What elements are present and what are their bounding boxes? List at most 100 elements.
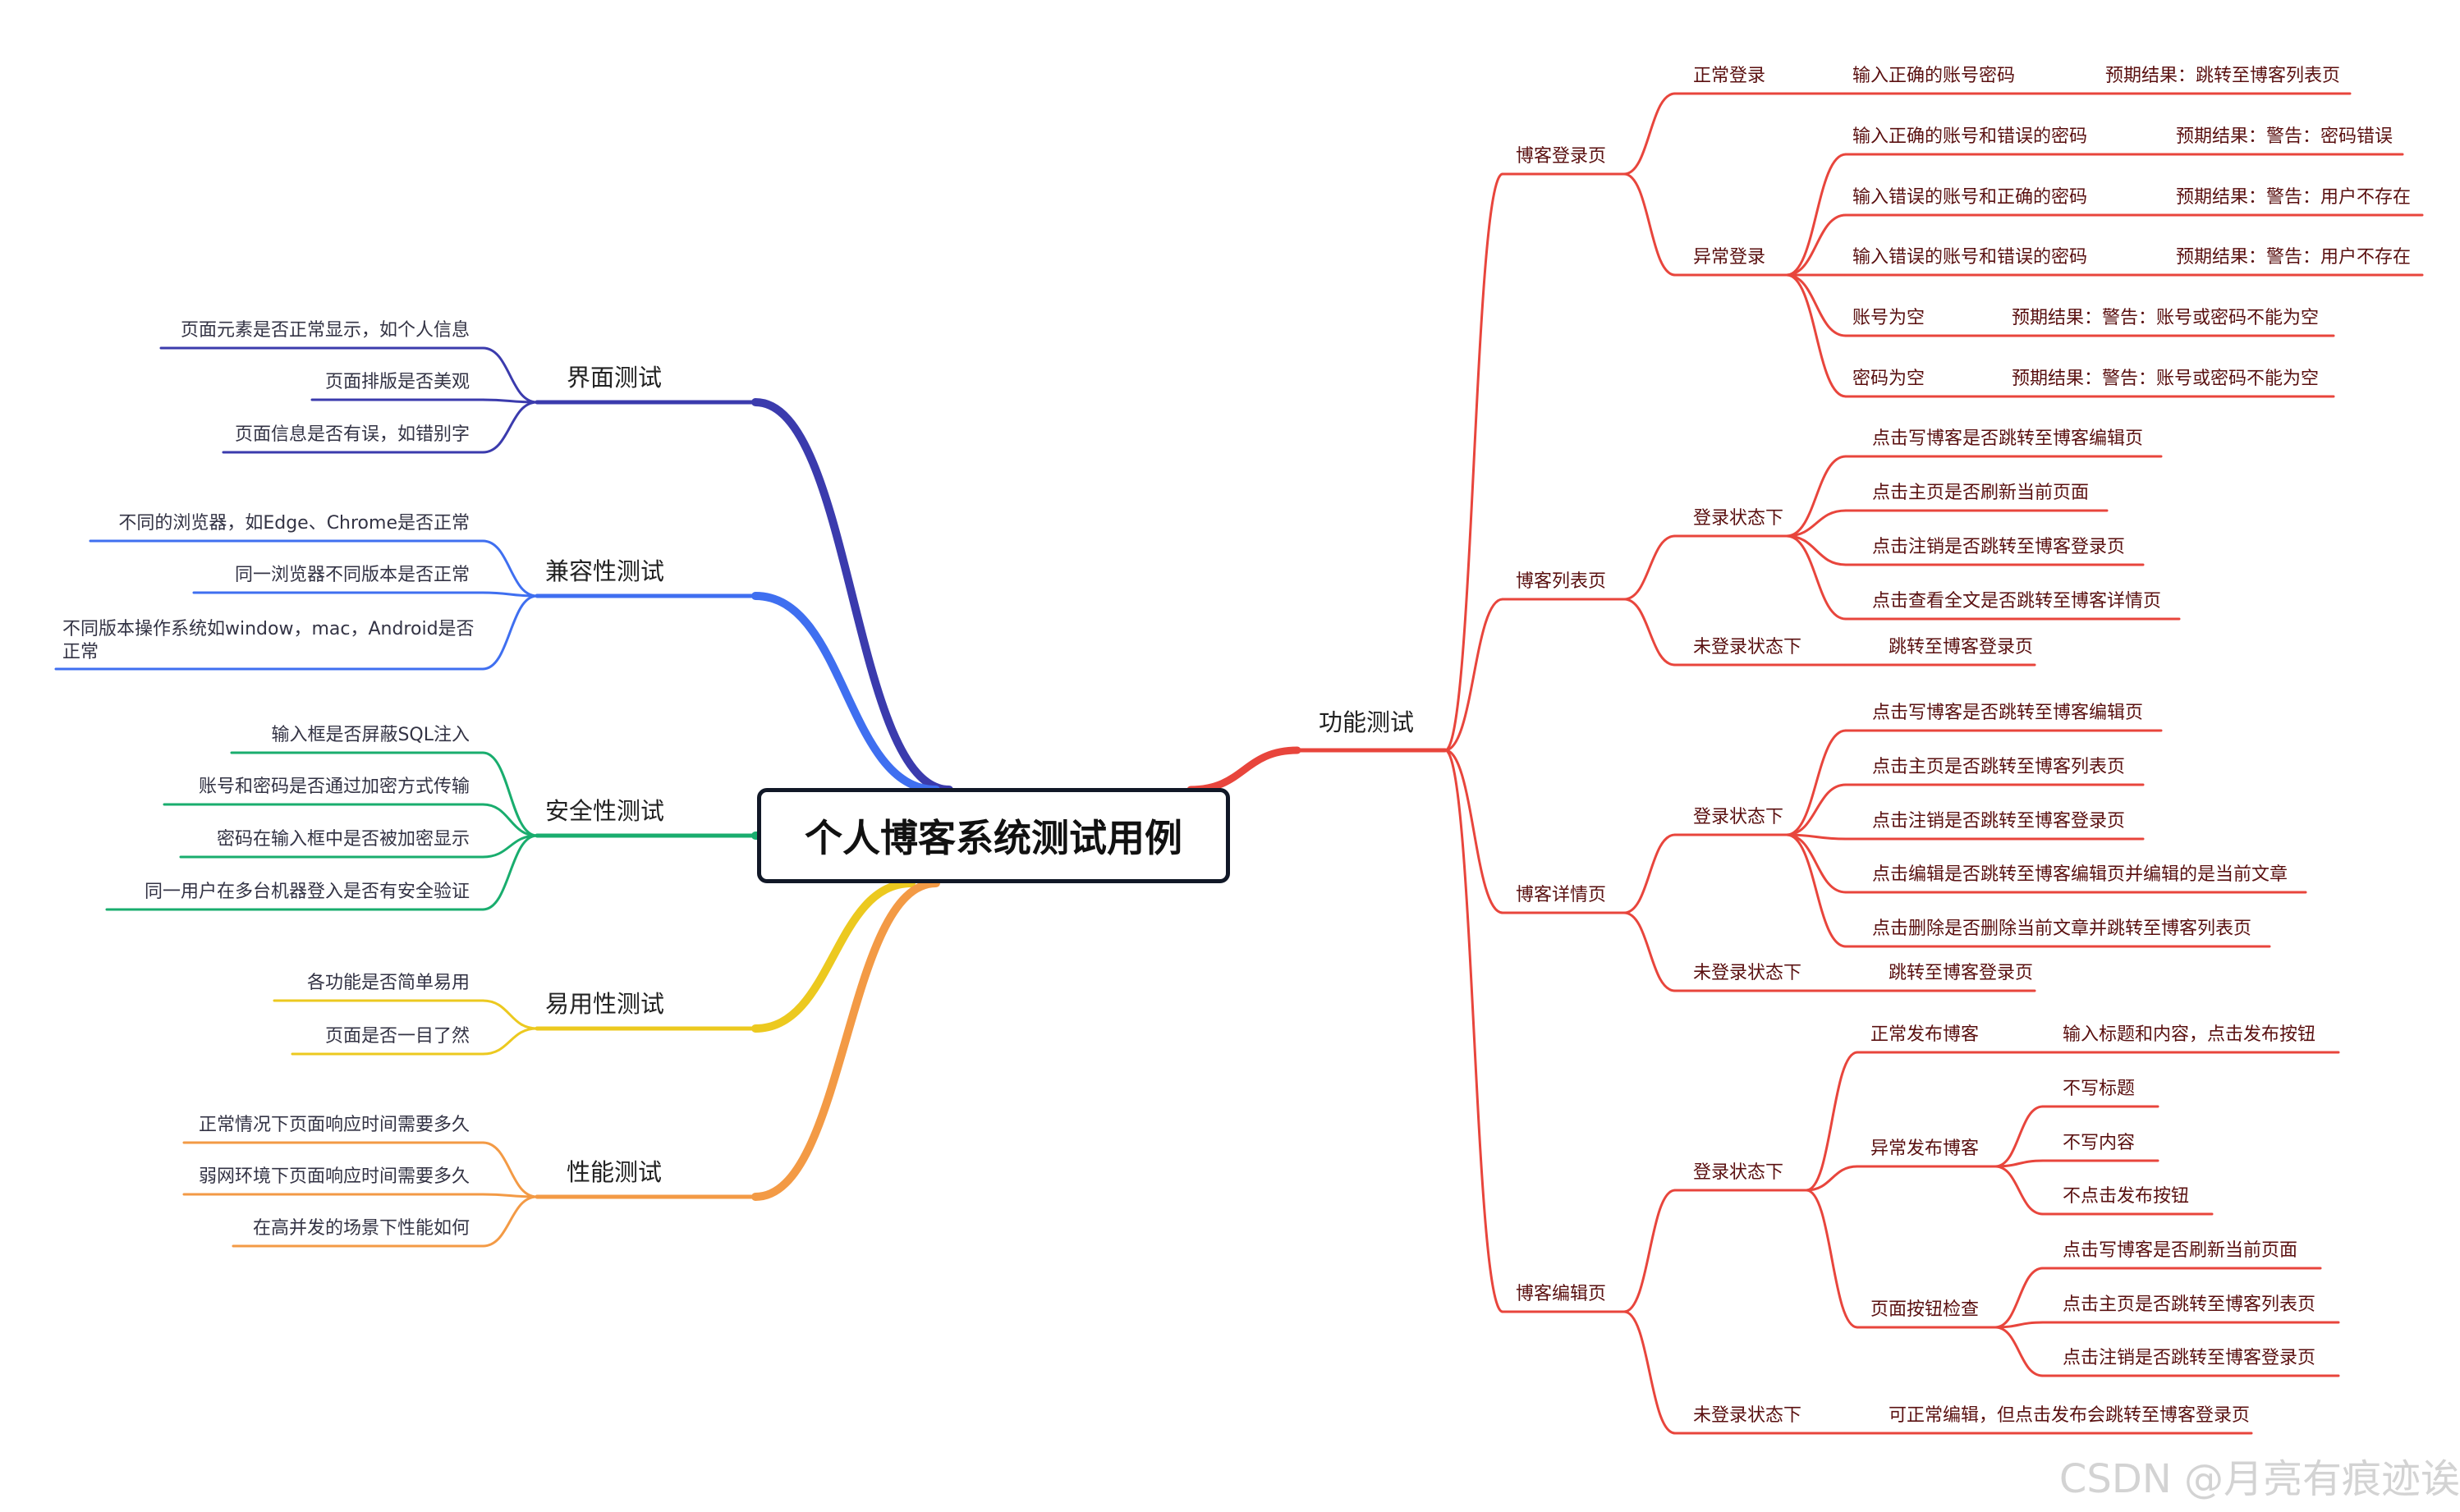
performance-item-text: 正常情况下页面响应时间需要多久 — [198, 1115, 470, 1135]
test-case-text: 输入错误的账号和错误的密码 — [1852, 247, 2088, 268]
test-case-text: 点击编辑是否跳转至博客编辑页并编辑的是当前文章 — [1872, 864, 2288, 885]
compat-to-item-connector — [481, 539, 539, 598]
test-case-text: 点击注销是否跳转至博客登录页 — [1872, 537, 2126, 557]
functional-to-page-connector — [1443, 749, 1504, 914]
group-to-case-connector — [1785, 783, 1847, 836]
group-to-case-connector — [1785, 833, 1847, 948]
page-to-group-connector — [1622, 598, 1677, 667]
subgroup-to-case-connector — [1994, 1165, 2045, 1216]
compat-branch-label: 兼容性测试 — [545, 557, 665, 585]
group-to-case-connector — [1785, 273, 1847, 337]
security-item-text: 密码在输入框中是否被加密显示 — [216, 829, 470, 850]
subgroup-to-case-connector — [1994, 1326, 2045, 1377]
group-node-label: 未登录状态下 — [1693, 963, 1802, 983]
functional-trunk — [1186, 746, 1301, 794]
security-branch-label: 安全性测试 — [545, 797, 665, 825]
ui-to-item-connector — [481, 346, 539, 404]
usability-to-item-connector — [481, 999, 539, 1030]
page-to-group-connector — [1622, 534, 1677, 601]
subgroup-node-label: 正常发布博客 — [1870, 1024, 1980, 1045]
compat-item-text: 同一浏览器不同版本是否正常 — [234, 565, 470, 585]
page-node-label: 博客编辑页 — [1516, 1284, 1607, 1304]
test-case-text: 点击主页是否刷新当前页面 — [1872, 483, 2090, 503]
security-item-text: 同一用户在多台机器登入是否有安全验证 — [144, 882, 470, 902]
test-case-text: 点击删除是否删除当前文章并跳转至博客列表页 — [1872, 919, 2252, 939]
security-to-item-connector — [481, 751, 539, 837]
group-node-label: 登录状态下 — [1693, 807, 1784, 827]
security-item-text: 账号和密码是否通过加密方式传输 — [198, 777, 470, 797]
group-node-label: 正常登录 — [1693, 66, 1766, 86]
group-to-case-connector — [1785, 213, 1847, 277]
group-to-case-connector — [1785, 729, 1847, 836]
functional-label: 功能测试 — [1319, 708, 1415, 736]
group-to-case-connector — [1785, 153, 1847, 277]
test-case-text: 跳转至博客登录页 — [1889, 963, 2034, 983]
test-case-text: 点击写博客是否刷新当前页面 — [2063, 1240, 2298, 1261]
test-case-text: 不写内容 — [2063, 1133, 2136, 1153]
performance-to-item-connector — [481, 1195, 539, 1248]
test-case-text: 不写标题 — [2063, 1079, 2136, 1099]
expected-result-text: 预期结果：警告：密码错误 — [2176, 126, 2393, 147]
performance-item-text: 在高并发的场景下性能如何 — [252, 1218, 470, 1239]
compat-trunk — [751, 592, 940, 794]
test-case-text: 点击查看全文是否跳转至博客详情页 — [1872, 591, 2162, 612]
test-case-text: 输入正确的账号密码 — [1852, 66, 2016, 86]
performance-item-text: 弱网环境下页面响应时间需要多久 — [198, 1166, 470, 1187]
group-to-case-connector — [1785, 534, 1847, 621]
page-to-group-connector — [1622, 911, 1677, 992]
compat-to-item-connector — [481, 594, 539, 671]
functional-to-page-connector — [1443, 749, 1504, 1313]
test-case-text: 点击注销是否跳转至博客登录页 — [1872, 811, 2126, 832]
functional-to-page-connector — [1443, 598, 1504, 752]
page-node-label: 博客列表页 — [1516, 571, 1607, 592]
ui-branch-label: 界面测试 — [567, 364, 663, 392]
group-to-subgroup-connector — [1805, 1189, 1859, 1329]
page-to-group-connector — [1622, 833, 1677, 914]
expected-result-text: 预期结果：跳转至博客列表页 — [2105, 66, 2341, 86]
security-to-item-connector — [481, 834, 539, 859]
group-node-label: 异常登录 — [1693, 247, 1766, 268]
security-to-item-connector — [481, 834, 539, 911]
group-node-label: 未登录状态下 — [1693, 1405, 1802, 1426]
page-to-group-connector — [1622, 1310, 1677, 1435]
watermark: CSDN @月亮有痕迹诶 — [2058, 1456, 2460, 1502]
group-to-subgroup-connector — [1805, 1051, 1859, 1192]
expected-result-text: 预期结果：警告：用户不存在 — [2176, 187, 2412, 208]
test-case-text: 可正常编辑，但点击发布会跳转至博客登录页 — [1889, 1405, 2251, 1426]
group-to-case-connector — [1785, 534, 1847, 566]
test-case-text: 输入标题和内容，点击发布按钮 — [2063, 1024, 2316, 1045]
test-case-text: 点击主页是否跳转至博客列表页 — [2063, 1294, 2316, 1315]
page-to-group-connector — [1622, 1189, 1677, 1313]
subgroup-to-case-connector — [1994, 1267, 2045, 1329]
usability-to-item-connector — [481, 1027, 539, 1056]
security-item-text: 输入框是否屏蔽SQL注入 — [271, 725, 470, 745]
performance-branch-label: 性能测试 — [567, 1158, 663, 1186]
test-case-text: 密码为空 — [1852, 369, 1925, 389]
test-case-text: 点击写博客是否跳转至博客编辑页 — [1872, 703, 2144, 723]
usability-trunk — [751, 879, 916, 1033]
test-case-text: 输入正确的账号和错误的密码 — [1852, 126, 2088, 147]
test-case-text: 账号为空 — [1852, 308, 1925, 328]
ui-trunk — [751, 398, 953, 794]
page-node-label: 博客详情页 — [1516, 885, 1607, 905]
usability-item-text: 页面是否一目了然 — [324, 1026, 470, 1047]
page-node-label: 博客登录页 — [1516, 146, 1607, 167]
test-case-text: 点击主页是否跳转至博客列表页 — [1872, 757, 2126, 777]
group-to-subgroup-connector — [1805, 1165, 1859, 1192]
compat-to-item-connector — [481, 591, 539, 598]
group-node-label: 未登录状态下 — [1693, 637, 1802, 657]
expected-result-text: 预期结果：警告：账号或密码不能为空 — [2012, 308, 2320, 328]
subgroup-to-case-connector — [1994, 1105, 2045, 1168]
page-to-group-connector — [1622, 172, 1677, 277]
subgroup-node-label: 异常发布博客 — [1870, 1139, 1980, 1159]
ui-to-item-connector — [481, 401, 539, 454]
test-case-text: 跳转至博客登录页 — [1889, 637, 2034, 657]
functional-to-page-connector — [1443, 172, 1504, 752]
test-case-text: 点击写博客是否跳转至博客编辑页 — [1872, 428, 2144, 449]
usability-branch-label: 易用性测试 — [545, 990, 665, 1018]
page-to-group-connector — [1622, 92, 1677, 176]
compat-item-text: 不同版本操作系统如window，mac，Android是否正常 — [62, 619, 475, 662]
group-to-case-connector — [1785, 509, 1847, 538]
ui-item-text: 页面排版是否美观 — [324, 372, 470, 392]
group-node-label: 登录状态下 — [1693, 508, 1784, 529]
